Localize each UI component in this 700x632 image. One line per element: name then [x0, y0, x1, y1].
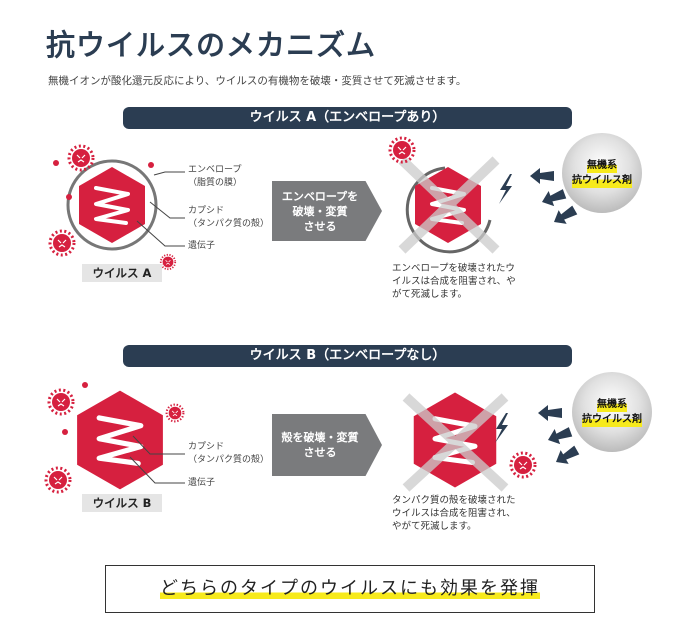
virus-b-step-arrow: 殻を破壊・変質させる [272, 414, 382, 476]
virus-a-banner: ウイルス A（エンベロープあり） [123, 107, 572, 129]
page-title: 抗ウイルスのメカニズム [46, 28, 377, 62]
virus-a-illustration [48, 144, 185, 271]
virus-b-illustration [44, 382, 185, 494]
virus-b-destroyed [402, 393, 581, 492]
virus-b-result-text: タンパク質の殻を破壊されたウイルスは合成を阻害され、やがて死滅します。 [392, 495, 516, 532]
virus-a-destroyed [388, 136, 579, 254]
virus-a-name: ウイルス A [82, 264, 162, 282]
gene-label: 遺伝子 [188, 241, 216, 251]
virus-a-result-text: エンベロープを破壊されたウイルスは合成を阻害され、やがて死滅します。 [392, 263, 516, 300]
envelope-label: エンベロープ（脂質の膜） [188, 165, 243, 188]
virus-a-step-arrow: エンベロープを破壊・変質させる [272, 181, 382, 241]
virus-b-name: ウイルス B [82, 494, 162, 512]
virus-b-banner: ウイルス B（エンベロープなし） [123, 345, 572, 367]
antiviral-agent-sphere-a: 無機系抗ウイルス剤 [562, 133, 642, 213]
page-subtitle: 無機イオンが酸化還元反応により、ウイルスの有機物を破壊・変質させて死滅させます。 [48, 75, 467, 87]
gene-label-b: 遺伝子 [188, 478, 216, 488]
capsid-label-b: カプシド（タンパク質の殻） [188, 442, 270, 465]
conclusion-box: どちらのタイプのウイルスにも効果を発揮 [105, 565, 595, 613]
capsid-label: カプシド（タンパク質の殻） [188, 206, 270, 229]
antiviral-agent-sphere-b: 無機系抗ウイルス剤 [572, 372, 652, 452]
conclusion-text: どちらのタイプのウイルスにも効果を発揮 [160, 578, 540, 599]
